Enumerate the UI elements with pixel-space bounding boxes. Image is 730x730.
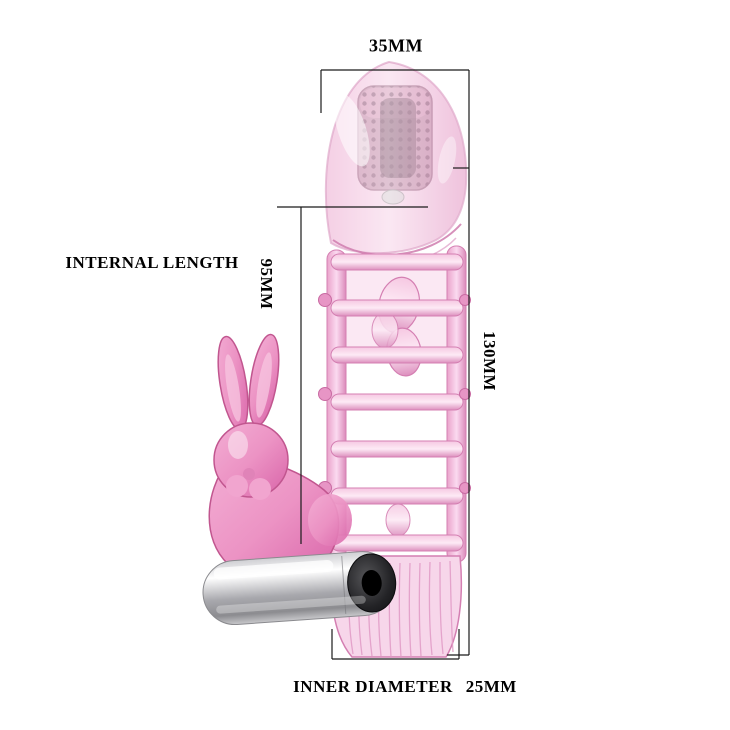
bullet-vibrator: [202, 551, 397, 626]
sleeve-cage-shaft: [318, 245, 471, 563]
dimension-lines: [277, 69, 470, 660]
dim-internal-length-value: 95MM: [257, 258, 276, 310]
dim-total-length-label: 130MM: [480, 330, 499, 392]
inner-diameter-label: INNER DIAMETER: [293, 677, 453, 696]
internal-length-label: INTERNAL LENGTH: [65, 253, 239, 272]
inner-diameter-value: 25MM: [465, 677, 517, 696]
dim-inner-diameter: INNER DIAMETER 25MM: [293, 677, 517, 697]
sleeve-head: [324, 60, 468, 265]
dim-top-width-label: 35MM: [369, 35, 423, 56]
rabbit-head: [213, 333, 289, 500]
